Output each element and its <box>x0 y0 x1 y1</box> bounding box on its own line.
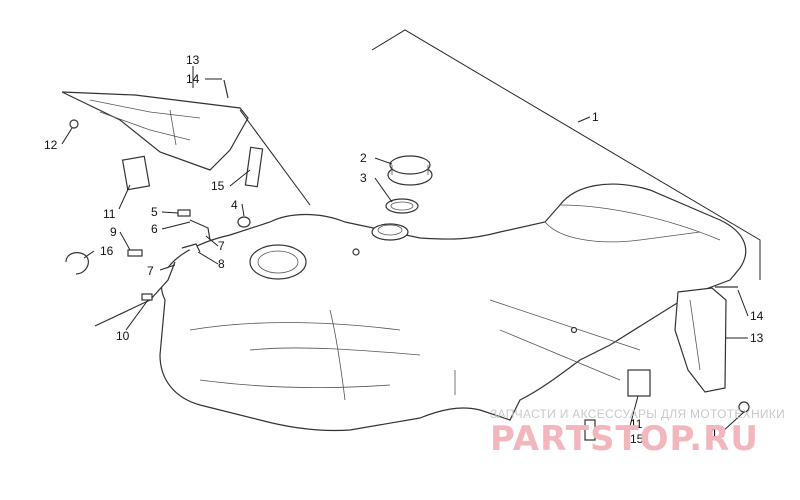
callout-14a: 14 <box>186 72 200 86</box>
callout-12a: 12 <box>44 138 58 152</box>
right-shield-panel <box>627 287 727 397</box>
assembly-bracket-1 <box>371 29 761 280</box>
callout-4: 4 <box>231 198 238 212</box>
callout-11b: 11 <box>630 417 643 431</box>
callout-16: 16 <box>100 244 114 258</box>
callout-14b: 14 <box>750 309 764 323</box>
callout-9: 9 <box>110 225 117 239</box>
callout-6: 6 <box>151 222 158 236</box>
hose-10 <box>94 261 176 327</box>
callout-7a: 7 <box>218 239 225 253</box>
grommet-12-left <box>69 119 79 129</box>
fitting-9 <box>127 249 143 257</box>
callout-1: 1 <box>592 110 599 124</box>
callout-8: 8 <box>218 257 225 271</box>
grommet <box>237 216 251 228</box>
hose-6 <box>189 219 211 241</box>
callout-11a: 11 <box>103 207 116 221</box>
callout-15b: 15 <box>630 432 644 446</box>
leader-lines <box>61 66 749 433</box>
clamp-8 <box>181 243 201 253</box>
callout-7b: 7 <box>147 264 154 278</box>
left-shield-panel <box>61 91 311 206</box>
callout-labels: 1 2 3 4 5 6 7 7 8 9 10 11 11 12 12 13 13… <box>44 53 764 446</box>
callout-13a: 13 <box>186 53 200 67</box>
pad-15-left <box>244 146 264 188</box>
bolt-14-left <box>223 79 229 99</box>
fitting-5 <box>177 209 191 217</box>
clip-16 <box>65 252 89 275</box>
watermark-subtitle: ЗАПЧАСТИ И АКСЕССУАРЫ ДЛЯ МОТОТЕХНИКИ <box>490 407 785 421</box>
cap-gasket <box>385 198 419 214</box>
pad-15-right <box>584 419 596 441</box>
watermark: ЗАПЧАСТИ И АКСЕССУАРЫ ДЛЯ МОТОТЕХНИКИ PA… <box>490 407 785 459</box>
fuel-cap <box>387 155 433 186</box>
callout-2: 2 <box>360 151 367 165</box>
callout-13b: 13 <box>750 331 764 345</box>
callout-3: 3 <box>360 171 367 185</box>
callout-5: 5 <box>151 205 158 219</box>
callout-10: 10 <box>116 329 130 343</box>
callout-12b: 12 <box>711 426 725 440</box>
fuel-tank <box>159 183 747 441</box>
callout-15a: 15 <box>211 179 225 193</box>
watermark-brand: PARTSTOP.RU <box>490 419 759 459</box>
